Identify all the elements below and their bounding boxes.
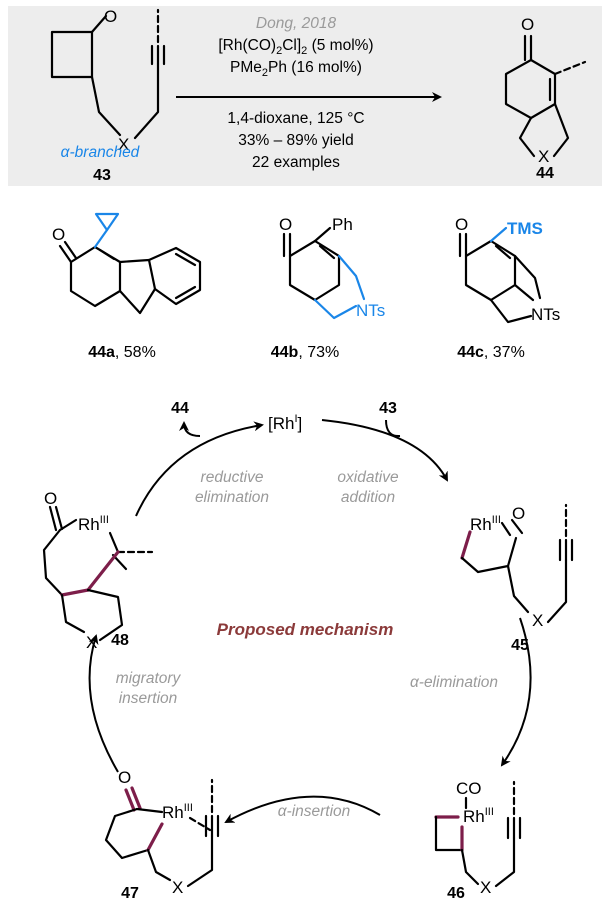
- product-label: 44: [536, 165, 554, 182]
- example-44a-label: 44a: [88, 344, 115, 361]
- step-alpha-insertion: α-insertion: [278, 803, 351, 820]
- example-44c-label: 44c: [457, 344, 484, 361]
- intermediate-45: RhIII O X: [460, 503, 574, 630]
- cycle-output-44: 44: [171, 400, 189, 417]
- solvent: 1,4-dioxane, 125 °C: [227, 110, 364, 127]
- reaction-author: Dong, 2018: [256, 15, 337, 32]
- substrate-label: 43: [93, 167, 111, 184]
- step-migratory-1: migratory: [116, 670, 182, 687]
- atom-o: O: [52, 225, 65, 244]
- example-44a-yield: , 58%: [115, 344, 156, 361]
- atom-o: O: [44, 489, 57, 508]
- example-44c-yield: , 37%: [484, 344, 525, 361]
- atom-o: O: [279, 215, 292, 234]
- substrate-43: O X: [50, 7, 166, 154]
- atom-x: X: [86, 633, 97, 652]
- yield-range: 33% – 89% yield: [238, 132, 353, 149]
- label-47: 47: [121, 885, 139, 901]
- step-alpha-elimination: α-elimination: [410, 674, 498, 691]
- arrow-alpha-elimination: [500, 617, 532, 767]
- example-count: 22 examples: [252, 154, 340, 171]
- label-46: 46: [447, 885, 465, 901]
- arrow-43-in: [385, 419, 401, 438]
- atom-tms: TMS: [507, 219, 543, 238]
- atom-x: X: [480, 878, 491, 897]
- atom-ph: Ph: [332, 215, 353, 234]
- example-44a-caption: 44a, 58%: [88, 344, 156, 361]
- mechanism-title: Proposed mechanism: [217, 620, 394, 639]
- reagent-1: [Rh(CO)2Cl]2 (5 mol%): [218, 37, 373, 57]
- atom-rh: RhIII: [78, 514, 109, 534]
- example-44b-caption: 44b, 73%: [271, 344, 340, 361]
- example-44a: O: [52, 212, 202, 315]
- atom-rh: RhIII: [463, 806, 494, 826]
- catalyst-rh-i: [RhI]: [268, 413, 302, 433]
- step-reductive-1: reductive: [201, 469, 264, 486]
- example-44c: O TMS NTs: [455, 215, 560, 324]
- atom-co: CO: [456, 779, 482, 798]
- label-45: 45: [511, 637, 529, 654]
- arrow-reductive-elimination: [135, 421, 264, 517]
- arrow-alpha-insertion: [224, 795, 381, 823]
- example-44c-caption: 44c, 37%: [457, 344, 525, 361]
- step-oxidative-2: addition: [341, 489, 395, 506]
- atom-o: O: [104, 7, 117, 26]
- product-44: O X: [504, 15, 587, 166]
- atom-nts: NTs: [356, 301, 385, 320]
- arrow-44-out: [179, 421, 201, 437]
- intermediate-46: CO RhIII X: [434, 779, 522, 897]
- arrow-oxidative-addition: [321, 419, 448, 482]
- example-44b-label: 44b: [271, 344, 299, 361]
- label-48: 48: [111, 632, 129, 649]
- intermediate-47: O RhIII X: [104, 768, 220, 897]
- example-44b: O Ph NTs: [279, 215, 385, 320]
- atom-x: X: [538, 147, 549, 166]
- example-44b-yield: , 73%: [298, 344, 339, 361]
- atom-rh: RhIII: [162, 802, 193, 822]
- atom-x: X: [172, 878, 183, 897]
- atom-o: O: [512, 504, 525, 523]
- substrate-tag: α-branched: [61, 144, 141, 161]
- atom-rh: RhIII: [470, 514, 501, 534]
- atom-o: O: [118, 768, 131, 787]
- step-migratory-2: insertion: [119, 690, 178, 707]
- cycle-input-43: 43: [379, 400, 397, 417]
- atom-o: O: [455, 215, 468, 234]
- step-oxidative-1: oxidative: [337, 469, 399, 486]
- atom-x: X: [532, 611, 543, 630]
- intermediate-48: O RhIII X: [42, 489, 154, 652]
- atom-nts: NTs: [531, 305, 560, 324]
- arrow-migratory-insertion: [88, 634, 119, 773]
- atom-o: O: [521, 15, 534, 34]
- step-reductive-2: elimination: [195, 489, 269, 506]
- atom-x: X: [118, 135, 129, 154]
